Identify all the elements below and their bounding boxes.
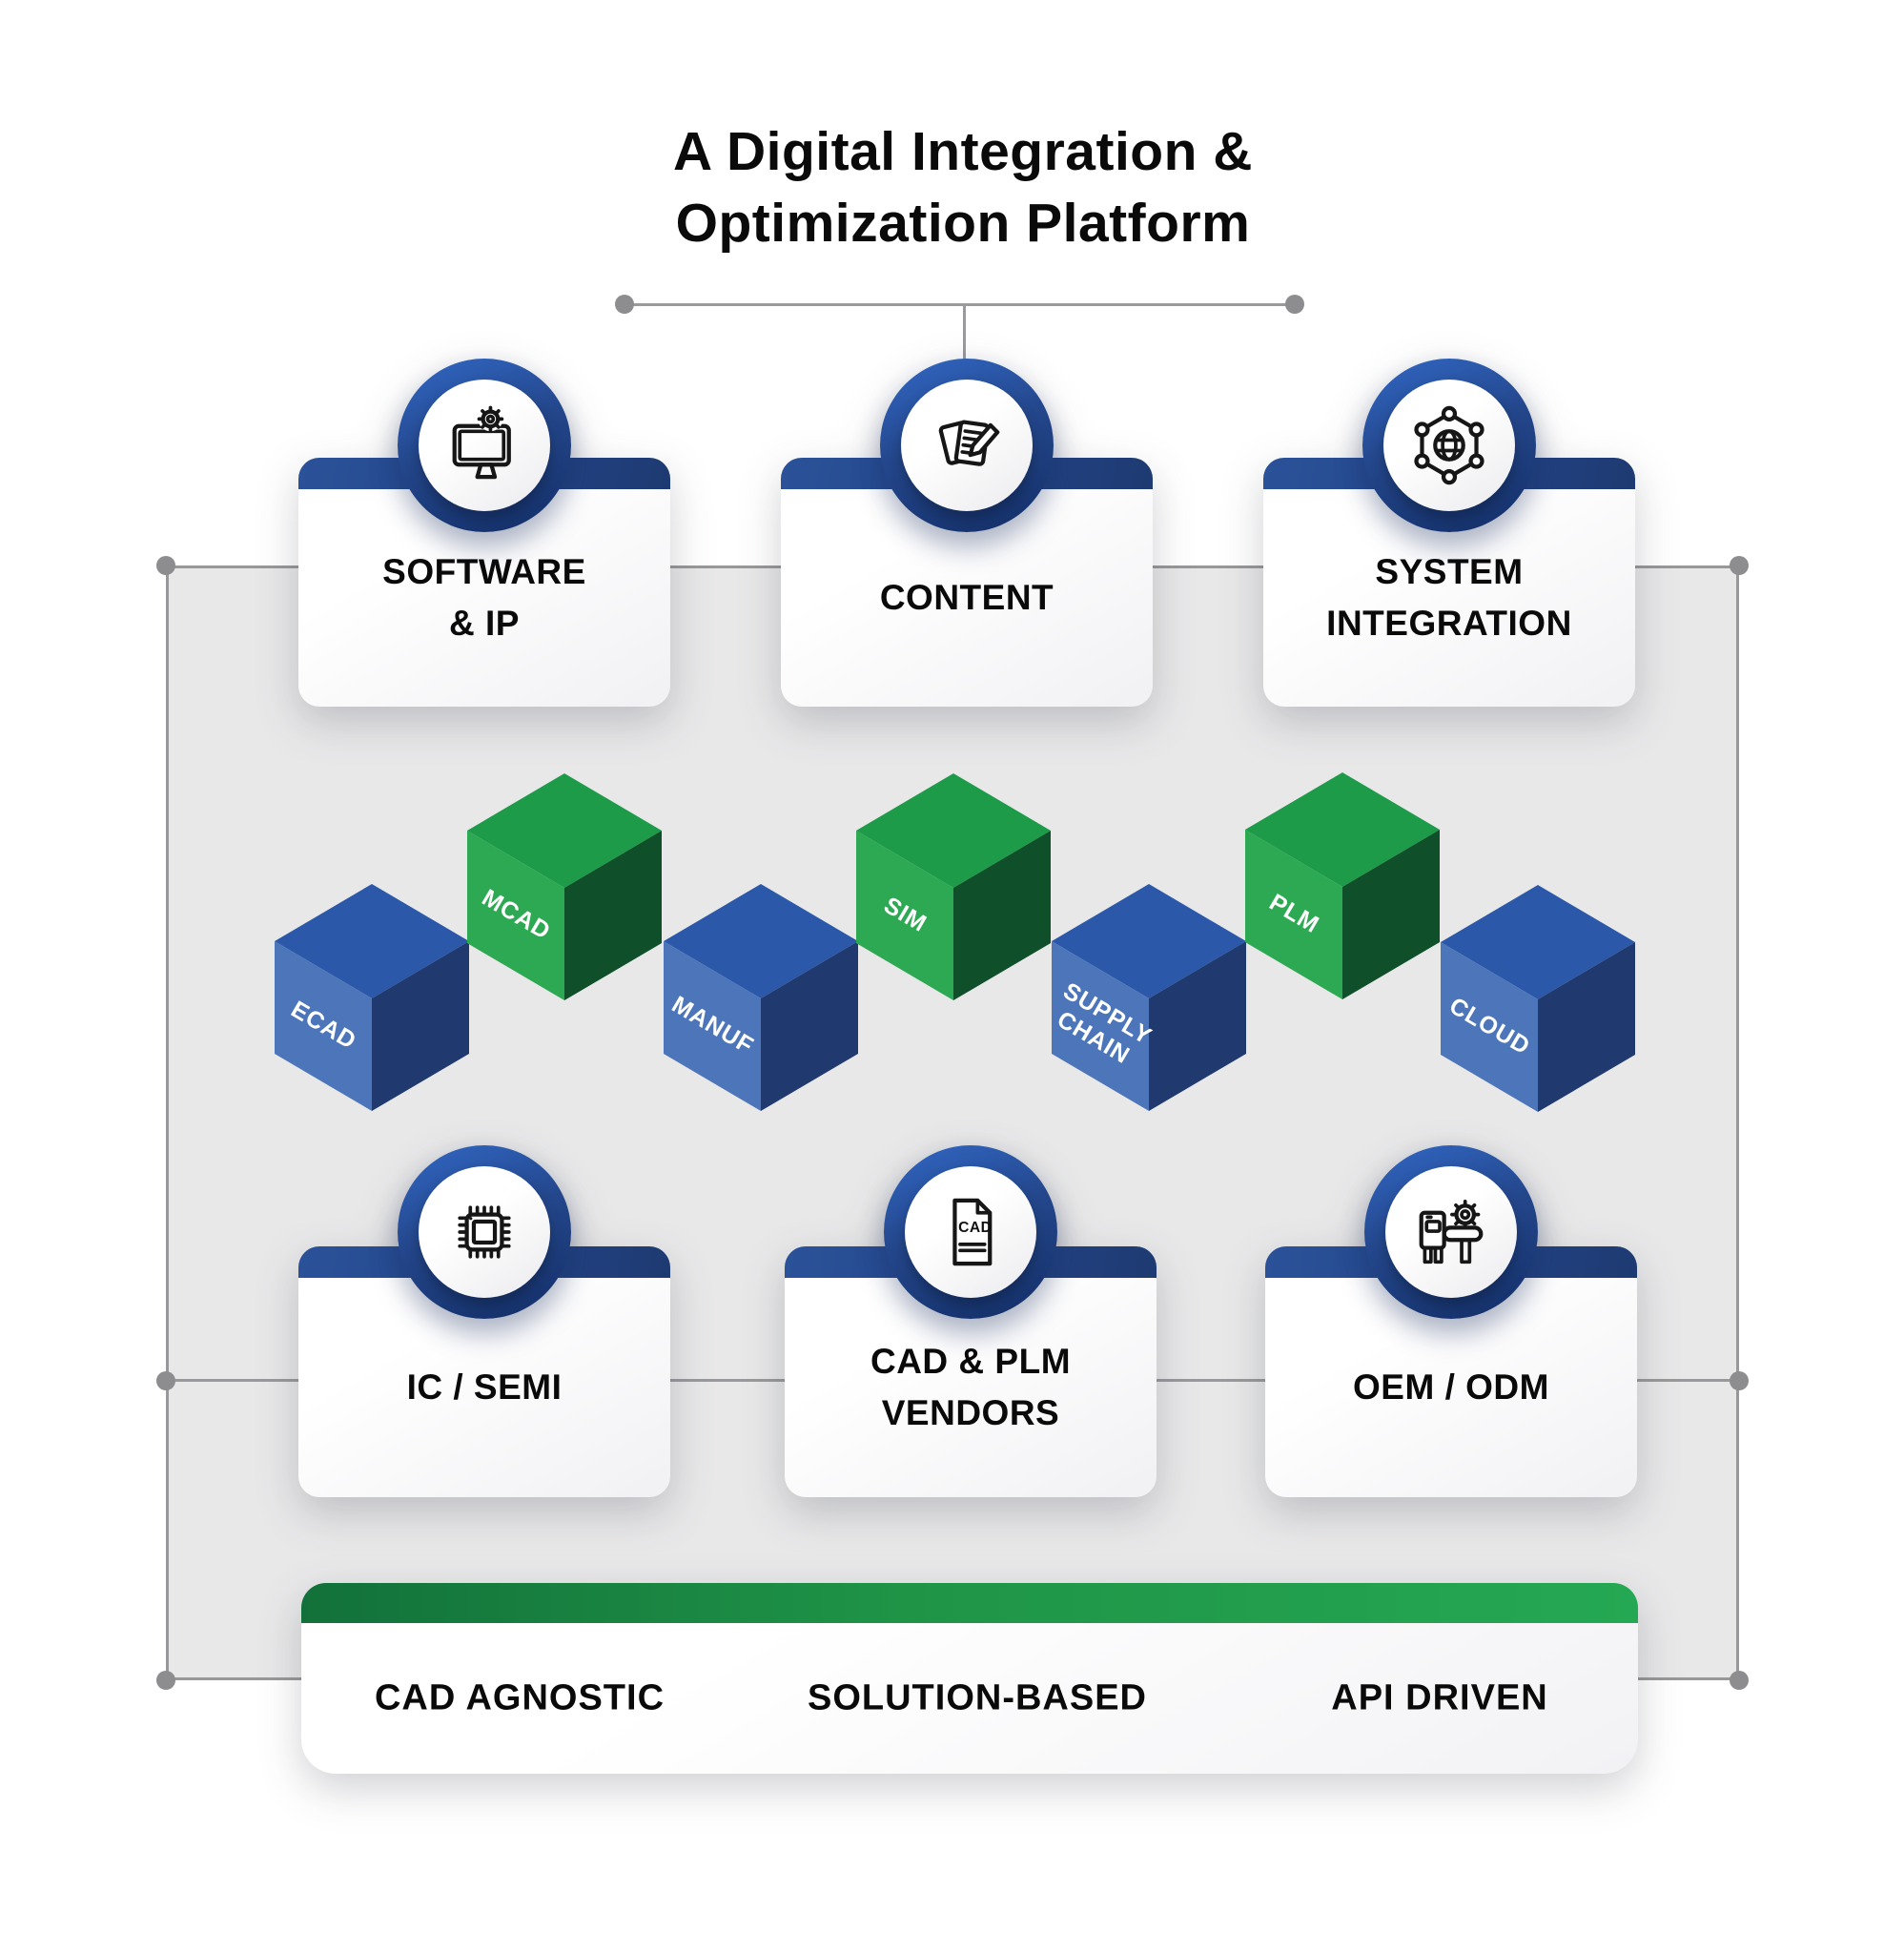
cube-supply-chain: SUPPLY CHAIN xyxy=(1052,884,1246,1111)
card-label-line: CONTENT xyxy=(879,578,1054,618)
card-label: CAD & PLM VENDORS xyxy=(794,1278,1147,1497)
connector-dot xyxy=(1730,1671,1749,1690)
cube-plm: PLM xyxy=(1245,772,1440,999)
card-oem-odm: OEM / ODM xyxy=(1265,1145,1637,1497)
footer-body: CAD AGNOSTIC SOLUTION-BASED API DRIVEN xyxy=(301,1623,1638,1774)
card-label-line: CAD & PLM xyxy=(870,1342,1072,1382)
card-label-line: VENDORS xyxy=(881,1393,1060,1432)
card-cad-plm-vendors: CAD CAD & PLM VENDORS xyxy=(785,1145,1157,1497)
card-badge xyxy=(880,359,1054,532)
card-badge: CAD xyxy=(884,1145,1057,1319)
card-badge xyxy=(1362,359,1536,532)
cube-sim: SIM xyxy=(856,773,1051,1000)
card-label-line: OEM / ODM xyxy=(1353,1367,1549,1408)
card-label: SOFTWARE & IP xyxy=(308,489,661,707)
footer-accent-bar xyxy=(301,1583,1638,1623)
background-panel xyxy=(166,565,1739,1680)
connector-dot xyxy=(1285,295,1304,314)
page-title-line2: Optimization Platform xyxy=(675,193,1251,255)
documents-pencil-icon xyxy=(901,380,1033,511)
footer-item-cad-agnostic: CAD AGNOSTIC xyxy=(374,1677,665,1718)
monitor-gear-icon xyxy=(419,380,550,511)
card-label-line: & IP xyxy=(449,604,520,643)
card-badge xyxy=(398,359,571,532)
cube-label-line: MANUF xyxy=(666,991,759,1060)
connector-dot xyxy=(156,1671,175,1690)
cube-label-line: SIM xyxy=(879,892,932,938)
cube-label-line: PLM xyxy=(1264,889,1324,939)
card-label-line: INTEGRATION xyxy=(1326,604,1572,643)
page-title-line1: A Digital Integration & xyxy=(673,121,1253,182)
cube-mcad: MCAD xyxy=(467,773,662,1000)
connector-dot xyxy=(156,1371,175,1390)
card-label: OEM / ODM xyxy=(1275,1278,1628,1497)
card-label: CONTENT xyxy=(790,489,1143,707)
cube-cloud: CLOUD xyxy=(1441,885,1635,1112)
cube-ecad: ECAD xyxy=(275,884,469,1111)
card-label-line: SYSTEM xyxy=(1375,552,1524,592)
network-globe-icon xyxy=(1383,380,1515,511)
card-label: SYSTEM INTEGRATION xyxy=(1273,489,1626,707)
footer-item-solution-based: SOLUTION-BASED xyxy=(808,1677,1147,1718)
card-ic-semi: IC / SEMI xyxy=(298,1145,670,1497)
card-label-line: SOFTWARE xyxy=(382,552,586,592)
cube-label-line: ECAD xyxy=(286,996,361,1056)
connector-dot xyxy=(1730,556,1749,575)
card-content: CONTENT xyxy=(781,359,1153,707)
card-label: IC / SEMI xyxy=(308,1278,661,1497)
card-software-ip: SOFTWARE & IP xyxy=(298,359,670,707)
card-badge xyxy=(398,1145,571,1319)
connector-dot xyxy=(1730,1371,1749,1390)
cad-document-icon: CAD xyxy=(905,1166,1036,1298)
chip-icon xyxy=(419,1166,550,1298)
cube-label-line: CLOUD xyxy=(1444,992,1535,1060)
card-badge xyxy=(1364,1145,1538,1319)
card-label-line: IC / SEMI xyxy=(406,1367,563,1408)
connector-dot xyxy=(156,556,175,575)
svg-text:CAD: CAD xyxy=(958,1220,992,1236)
connector-dot xyxy=(615,295,634,314)
footer-bar: CAD AGNOSTIC SOLUTION-BASED API DRIVEN xyxy=(301,1583,1638,1774)
title-connector-line xyxy=(624,303,1295,306)
machine-gear-icon xyxy=(1385,1166,1517,1298)
cube-manuf: MANUF xyxy=(664,884,858,1111)
cube-label-line: MCAD xyxy=(477,884,556,946)
footer-item-api-driven: API DRIVEN xyxy=(1331,1677,1548,1718)
card-system-integration: SYSTEM INTEGRATION xyxy=(1263,359,1635,707)
title-drop-line xyxy=(963,303,966,366)
page-title: A Digital Integration & Optimization Pla… xyxy=(673,116,1253,259)
